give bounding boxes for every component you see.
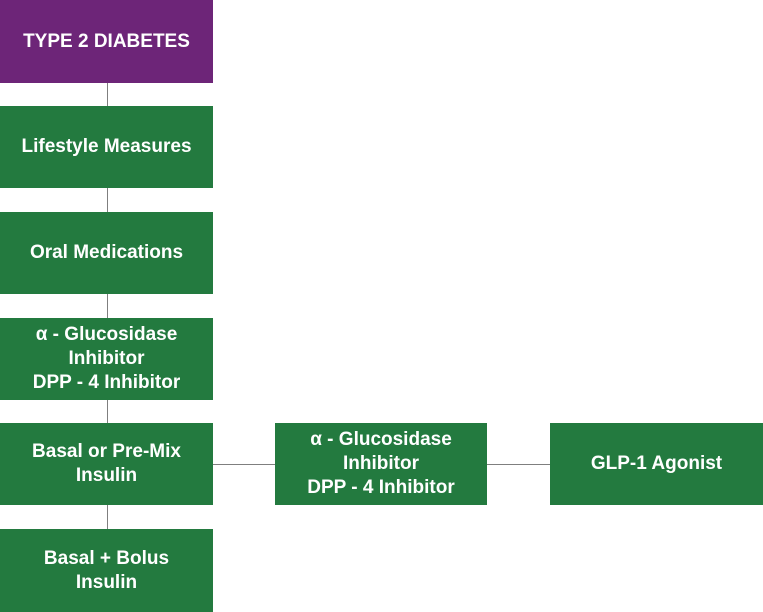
node-basal-bolus-insulin: Basal + Bolus Insulin [0, 529, 213, 612]
node-basal-premix-insulin: Basal or Pre-Mix Insulin [0, 423, 213, 505]
node-oral-medications-label: Oral Medications [29, 242, 184, 263]
node-lifestyle-measures-label: Lifestyle Measures [21, 136, 192, 157]
connector-lifestyle-oral [107, 188, 108, 212]
node-lifestyle-measures: Lifestyle Measures [0, 106, 213, 188]
connector-oral-glucosidase [107, 294, 108, 318]
connector-root-lifestyle [107, 83, 108, 106]
node-type-2-diabetes-label: TYPE 2 DIABETES [23, 30, 190, 52]
connector-glucosidase2-glp1 [487, 464, 550, 465]
node-glp1-agonist: GLP-1 Agonist [550, 423, 763, 505]
node-glucosidase-dpp4-label: α - Glucosidase Inhibitor DPP - 4 Inhibi… [32, 324, 181, 393]
node-type-2-diabetes: TYPE 2 DIABETES [0, 0, 213, 83]
node-oral-medications: Oral Medications [0, 212, 213, 294]
connector-basal-glucosidase2 [213, 464, 275, 465]
node-glucosidase-dpp4-branch-label: α - Glucosidase Inhibitor DPP - 4 Inhibi… [307, 429, 455, 498]
connector-glucosidase-basal [107, 400, 108, 423]
node-glucosidase-dpp4: α - Glucosidase Inhibitor DPP - 4 Inhibi… [0, 318, 213, 400]
connector-basal-bolus [107, 505, 108, 529]
node-glucosidase-dpp4-branch: α - Glucosidase Inhibitor DPP - 4 Inhibi… [275, 423, 487, 505]
node-basal-bolus-insulin-label: Basal + Bolus Insulin [43, 547, 170, 593]
node-glp1-agonist-label: GLP-1 Agonist [590, 453, 723, 474]
node-basal-premix-insulin-label: Basal or Pre-Mix Insulin [32, 441, 181, 486]
